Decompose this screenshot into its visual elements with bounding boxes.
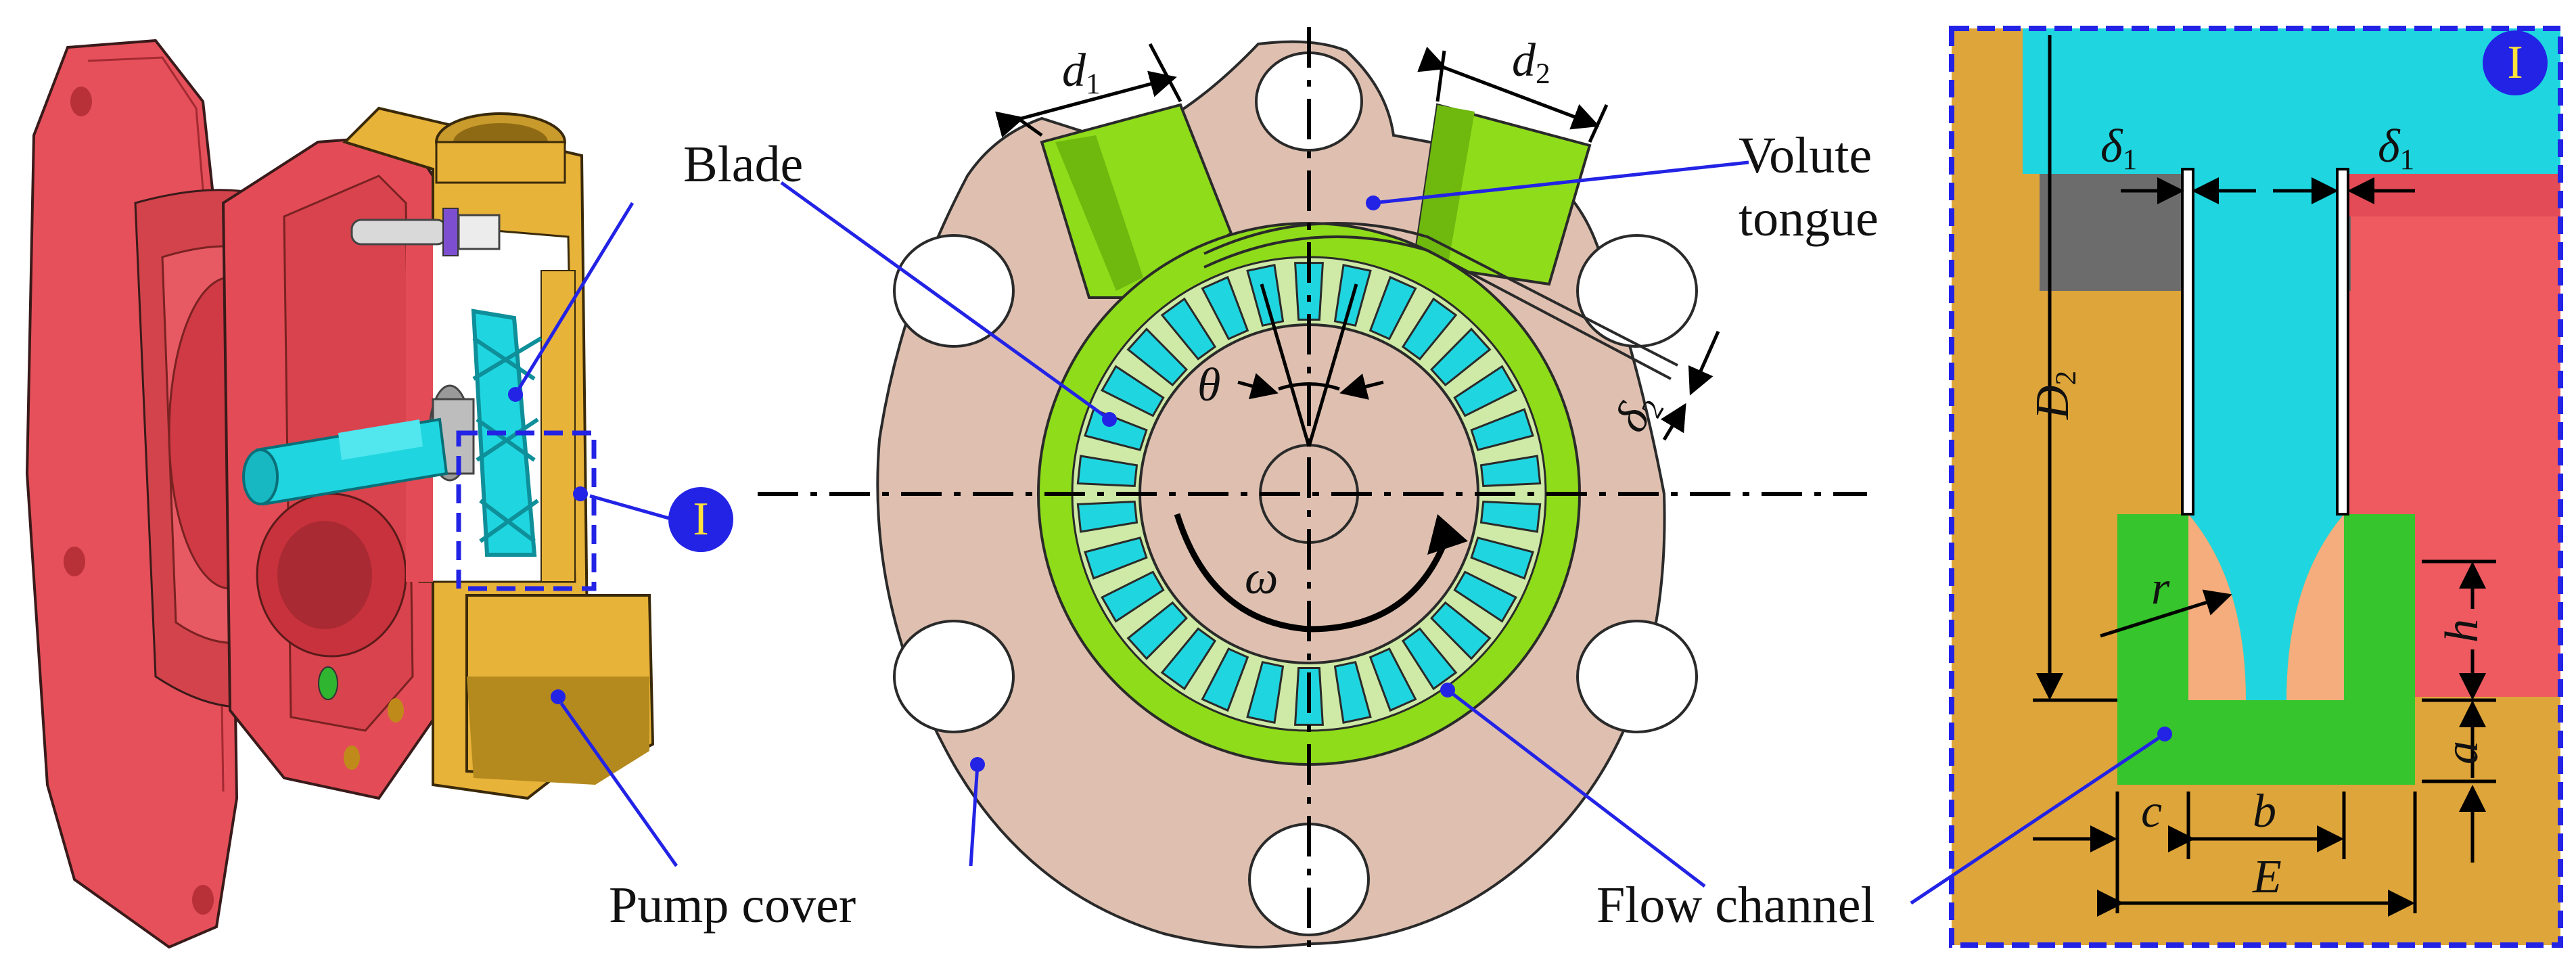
h-symbol: h xyxy=(2436,619,2488,643)
impeller-blade xyxy=(1453,365,1517,417)
impeller-blade xyxy=(1160,297,1217,361)
impeller-blade xyxy=(1479,501,1542,533)
impeller-blade xyxy=(1076,455,1138,487)
detail-leader-dot xyxy=(573,486,588,501)
d1-symbol: d1 xyxy=(1062,45,1101,100)
impeller-blade xyxy=(1076,501,1138,533)
impeller-blade xyxy=(1479,455,1542,487)
pump-cutaway-3d xyxy=(25,39,655,949)
pump-cover-view xyxy=(758,27,1867,954)
impeller-blades xyxy=(1076,262,1542,726)
impeller-blade xyxy=(1101,365,1165,417)
pump-cover-label: Pump cover xyxy=(609,877,856,934)
impeller-blade xyxy=(1453,570,1517,623)
b-symbol: b xyxy=(2253,785,2276,838)
impeller-blade xyxy=(1368,647,1417,712)
delta1-left-symbol: δ1 xyxy=(2100,120,2138,176)
impeller-blade xyxy=(1126,601,1188,660)
impeller-blade xyxy=(1333,660,1372,724)
blade-leader-dot xyxy=(508,387,523,402)
detail-dimensions xyxy=(2033,35,2496,917)
c-symbol: c xyxy=(2141,785,2163,838)
leader-lines-left xyxy=(513,202,684,867)
E-symbol: E xyxy=(2253,851,2282,903)
detail-view xyxy=(1952,28,2560,945)
theta-symbol: θ xyxy=(1197,359,1221,411)
flow-channel-label: Flow channel xyxy=(1596,877,1875,934)
impeller-blade xyxy=(1401,297,1458,361)
impeller-blade xyxy=(1470,536,1534,580)
housing-leader-dot xyxy=(551,689,566,704)
blade-label: Blade xyxy=(683,136,804,193)
impeller-blade xyxy=(1368,275,1417,340)
impeller-blade xyxy=(1293,262,1325,321)
impeller-blade xyxy=(1430,601,1492,660)
impeller-blade xyxy=(1201,275,1249,340)
detail-frame xyxy=(1949,26,2563,948)
flow-channel-leader xyxy=(1910,732,2166,905)
impeller-blade xyxy=(1126,327,1188,387)
D2-symbol: D2 xyxy=(2027,370,2082,419)
impeller-blade xyxy=(1246,660,1285,724)
impeller-blade xyxy=(1401,627,1458,691)
impeller-blade xyxy=(1160,627,1217,691)
a-symbol: a xyxy=(2436,741,2488,764)
delta1-right-symbol: δ1 xyxy=(2378,120,2415,176)
omega-symbol: ω xyxy=(1245,552,1279,604)
impeller-blade xyxy=(1201,647,1249,712)
leader-lines-center xyxy=(780,160,1749,888)
detail-region-box xyxy=(456,430,597,591)
impeller-blade xyxy=(1470,408,1534,451)
impeller-blade xyxy=(1084,536,1148,580)
r-symbol: r xyxy=(2151,562,2170,614)
volute-tongue-label-2: tongue xyxy=(1739,190,1879,247)
volute-tongue-label-1: Volute xyxy=(1739,127,1872,184)
impeller-blade xyxy=(1430,327,1492,387)
detail-view-badge: I xyxy=(2483,30,2548,95)
impeller-blade xyxy=(1101,570,1165,623)
d2-symbol: d2 xyxy=(1512,35,1550,90)
detail-marker-badge: I xyxy=(668,487,733,552)
